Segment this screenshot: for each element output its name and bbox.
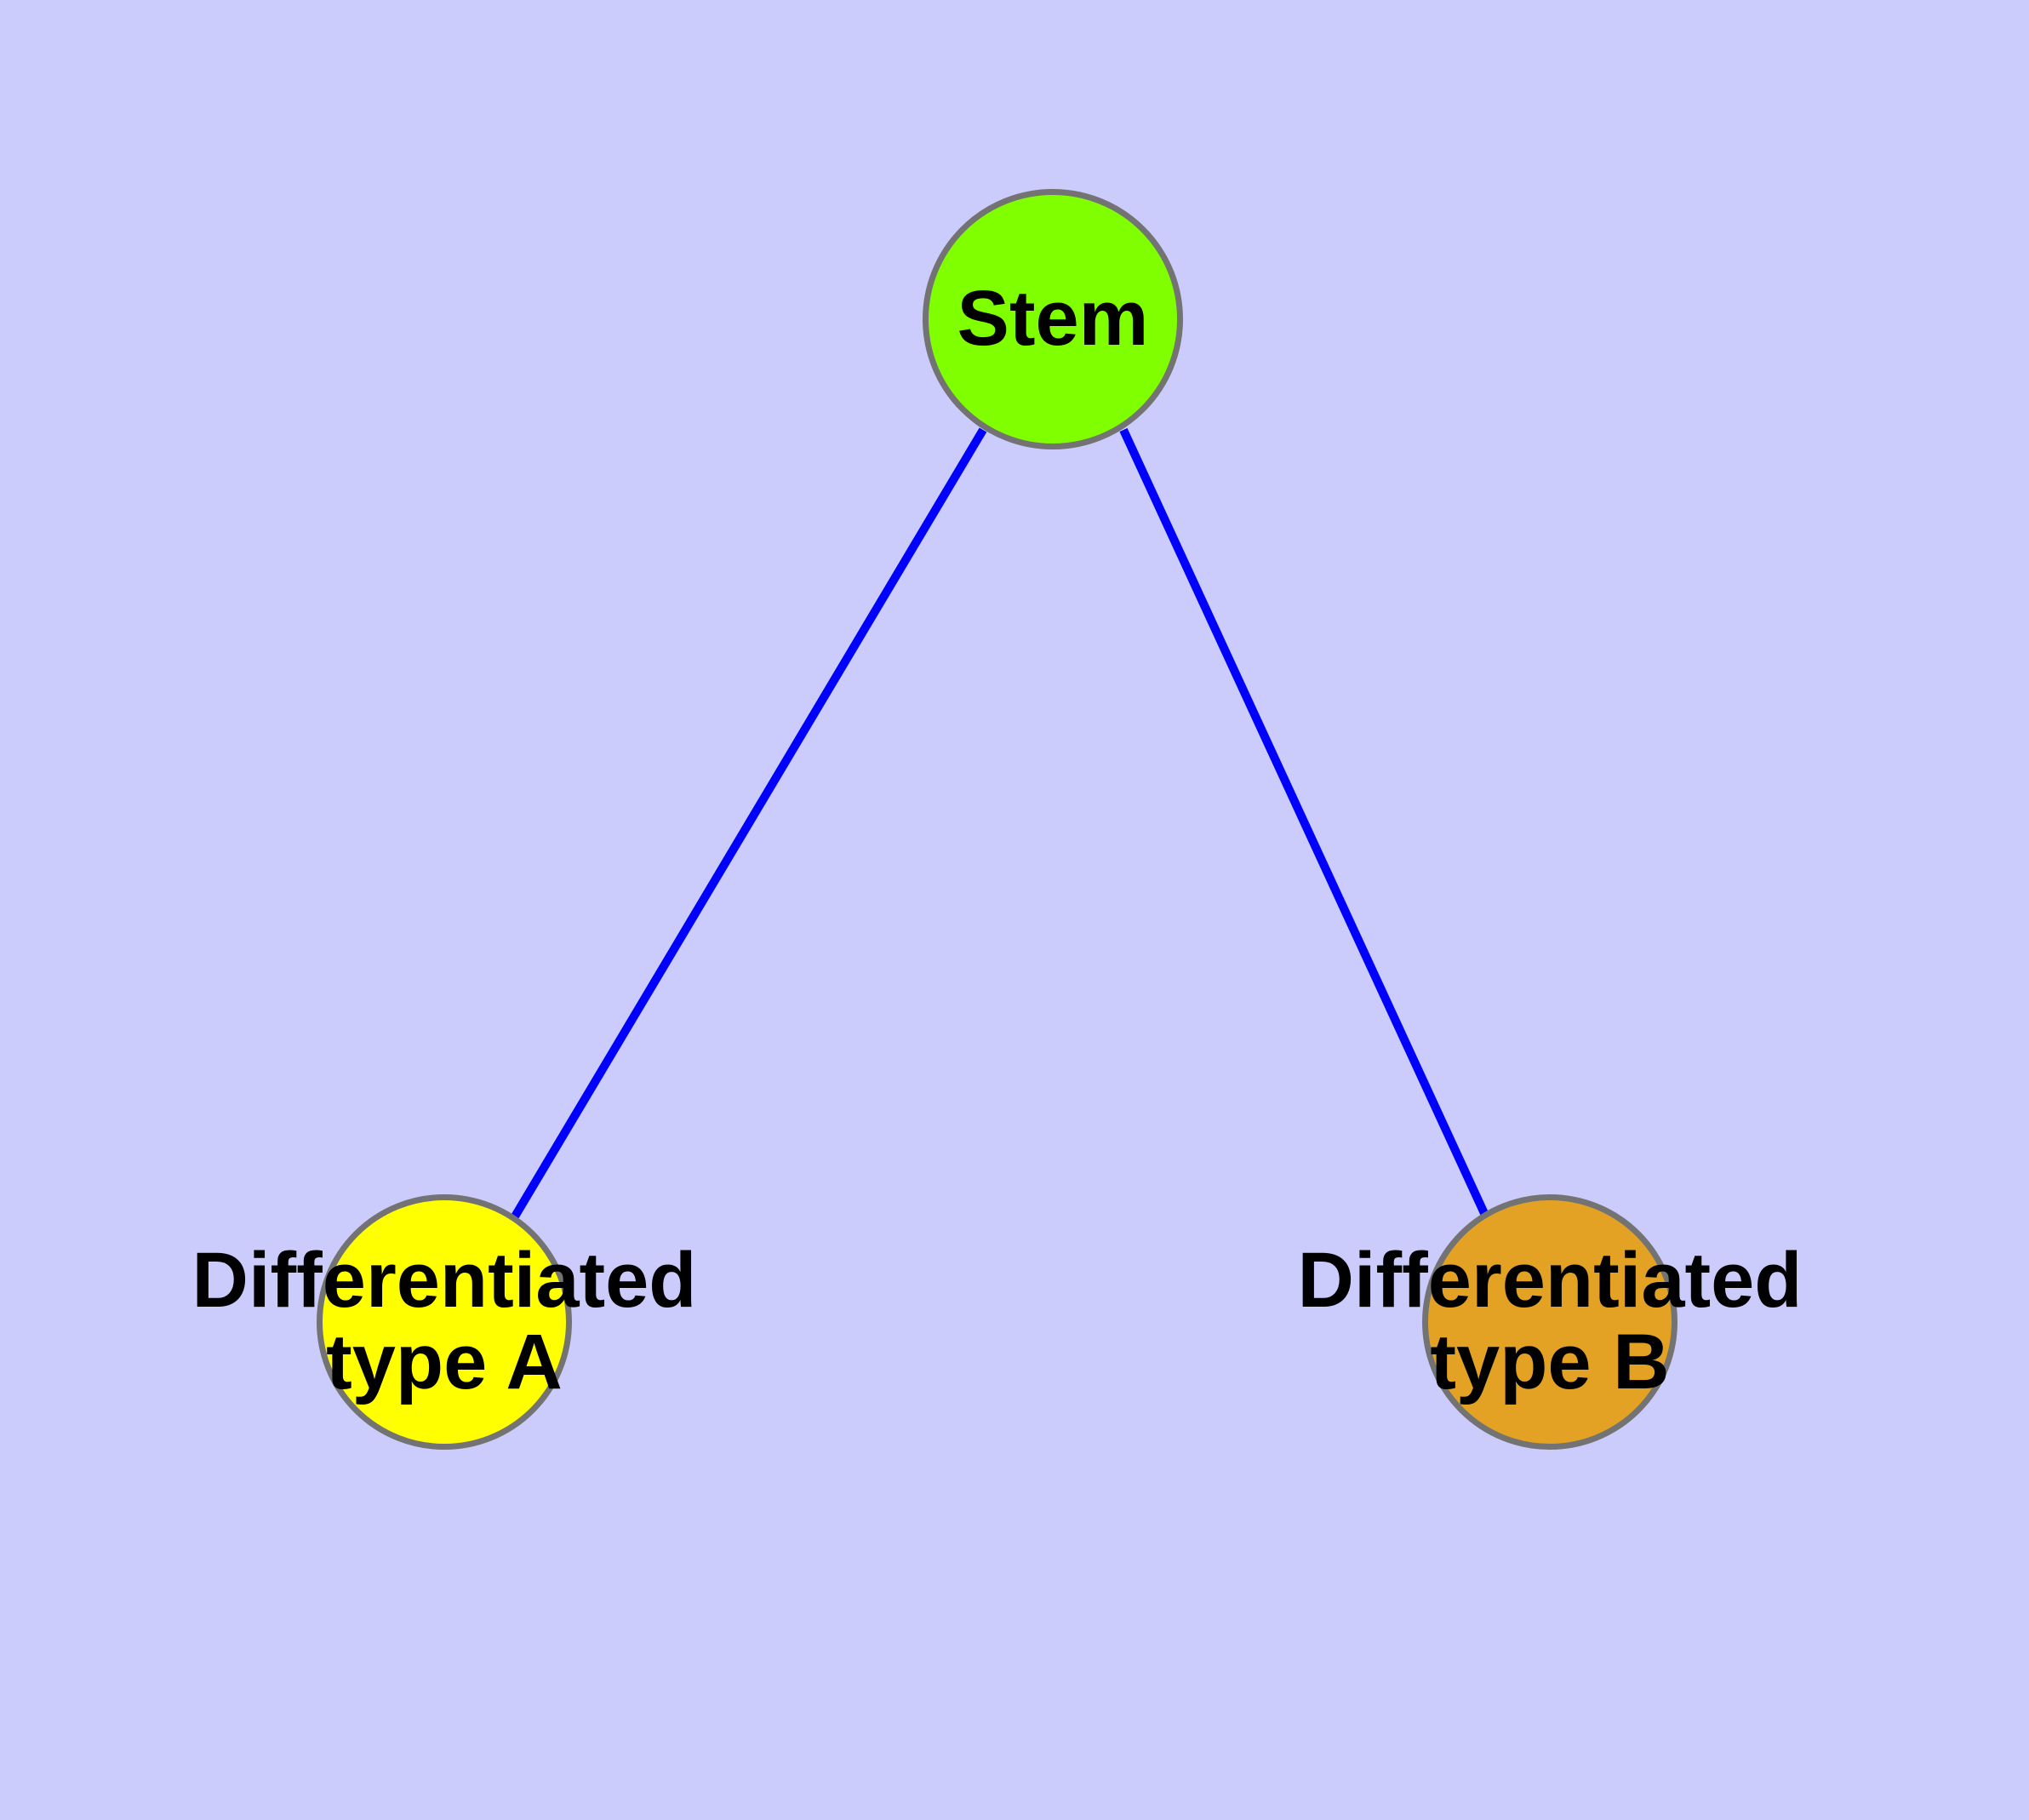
edge-stem-to-diff-b[interactable] bbox=[1119, 427, 1492, 1223]
node-diff_b[interactable] bbox=[1422, 1194, 1677, 1450]
node-diff_a[interactable] bbox=[317, 1194, 572, 1450]
node-stem[interactable] bbox=[923, 189, 1183, 449]
edge-stem-to-diff-a[interactable] bbox=[508, 427, 987, 1223]
